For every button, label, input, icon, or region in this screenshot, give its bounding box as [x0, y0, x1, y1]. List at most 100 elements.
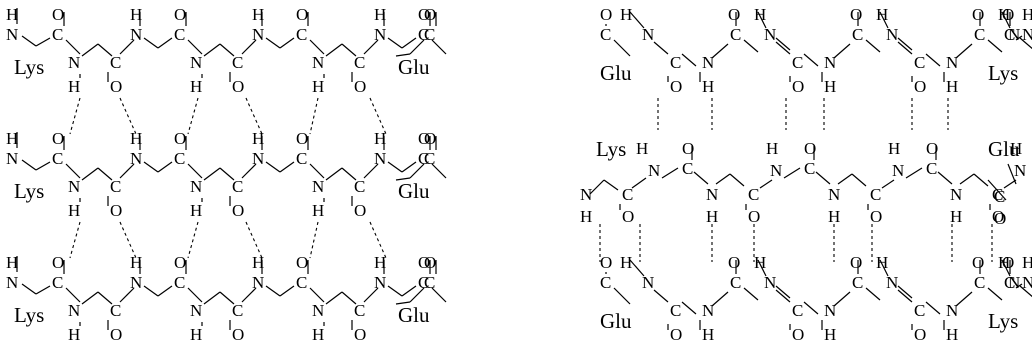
atom-n: N: [374, 273, 386, 292]
bond: [309, 39, 325, 55]
bond: [681, 301, 697, 315]
atom-c: C: [682, 159, 693, 178]
bond: [265, 37, 281, 49]
bond: [815, 171, 831, 185]
atom-o: O: [870, 207, 882, 226]
residue-label-start: Glu: [600, 309, 632, 333]
atom-n: N: [1014, 161, 1026, 180]
bond: [973, 173, 989, 187]
atom-n: N: [886, 273, 898, 292]
atom-o: O: [110, 325, 122, 344]
atom-c: C: [994, 187, 1005, 206]
residue-label-end: Glu: [398, 55, 430, 79]
bond: [431, 287, 447, 303]
atom-h: H: [130, 129, 142, 148]
atom-c: C: [670, 301, 681, 320]
residue-label-start: Lys: [14, 55, 44, 79]
atom-o: O: [670, 325, 682, 344]
bond: [1007, 163, 1017, 185]
atom-n: N: [68, 301, 80, 320]
atom-c: C: [730, 25, 741, 44]
atom-n: N: [702, 53, 714, 72]
atom-h: H: [754, 253, 766, 272]
atom-c: C: [424, 273, 435, 292]
bond: [987, 179, 1007, 201]
bond: [905, 167, 923, 179]
bond: [119, 163, 135, 179]
bond: [65, 39, 81, 55]
bond: [865, 287, 881, 301]
atom-n: N: [770, 161, 782, 180]
bond: [187, 39, 203, 55]
atom-c: C: [424, 149, 435, 168]
atom-c: C: [914, 53, 925, 72]
atom-h: H: [374, 129, 386, 148]
bond: [743, 39, 759, 53]
residue-label-start: Lys: [596, 137, 626, 161]
atom-n: N: [764, 273, 776, 292]
atom-h: H: [68, 325, 80, 344]
atom-c: C: [992, 185, 1003, 204]
atom-n: N: [706, 185, 718, 204]
atom-o: O: [850, 253, 862, 272]
bond: [757, 11, 767, 29]
bond: [279, 161, 295, 173]
bond: [1015, 35, 1023, 41]
atom-n: N: [764, 25, 776, 44]
atom-c: C: [600, 25, 611, 44]
bond: [401, 285, 417, 297]
atom-o: O: [992, 207, 1004, 226]
atom-c: C: [110, 177, 121, 196]
atom-o: O: [792, 325, 804, 344]
atom-h: H: [998, 5, 1010, 24]
atom-c: C: [52, 25, 63, 44]
bond: [325, 291, 343, 305]
atom-n: N: [1022, 25, 1032, 44]
atom-c: C: [354, 53, 365, 72]
bond: [681, 53, 697, 67]
atom-o: O: [1002, 253, 1014, 272]
bond: [187, 287, 203, 303]
atom-o: O: [354, 77, 366, 96]
atom-h: H: [190, 201, 202, 220]
bond: [1015, 283, 1023, 289]
atom-o: O: [418, 253, 430, 272]
atom-n: N: [312, 177, 324, 196]
atom-n: N: [950, 185, 962, 204]
bond: [693, 171, 709, 185]
bond: [613, 287, 631, 305]
bond: [879, 11, 889, 29]
bond: [711, 43, 729, 59]
atom-h: H: [946, 77, 958, 96]
atom-c: C: [354, 177, 365, 196]
atom-o: O: [728, 5, 740, 24]
atom-c: C: [1004, 273, 1015, 292]
atom-n: N: [130, 273, 142, 292]
bond: [387, 37, 403, 49]
bond: [157, 37, 173, 49]
atom-c: C: [914, 301, 925, 320]
bond: [783, 167, 801, 179]
atom-c: C: [232, 53, 243, 72]
hydrogen-bond: [245, 97, 263, 135]
atom-n: N: [642, 25, 654, 44]
atom-o: O: [728, 253, 740, 272]
atom-o: O: [110, 77, 122, 96]
atom-h: H: [998, 253, 1010, 272]
bond: [241, 39, 257, 55]
atom-h: H: [312, 325, 324, 344]
atom-o: O: [600, 253, 612, 272]
residue-label-start: Lys: [14, 303, 44, 327]
atom-c: C: [974, 25, 985, 44]
atom-o: O: [926, 139, 938, 158]
atom-h: H: [1022, 5, 1032, 24]
atom-c: C: [110, 53, 121, 72]
hydrogen-bond: [369, 221, 387, 259]
atom-h: H: [636, 139, 648, 158]
atom-c: C: [232, 177, 243, 196]
atom-h: H: [950, 207, 962, 226]
